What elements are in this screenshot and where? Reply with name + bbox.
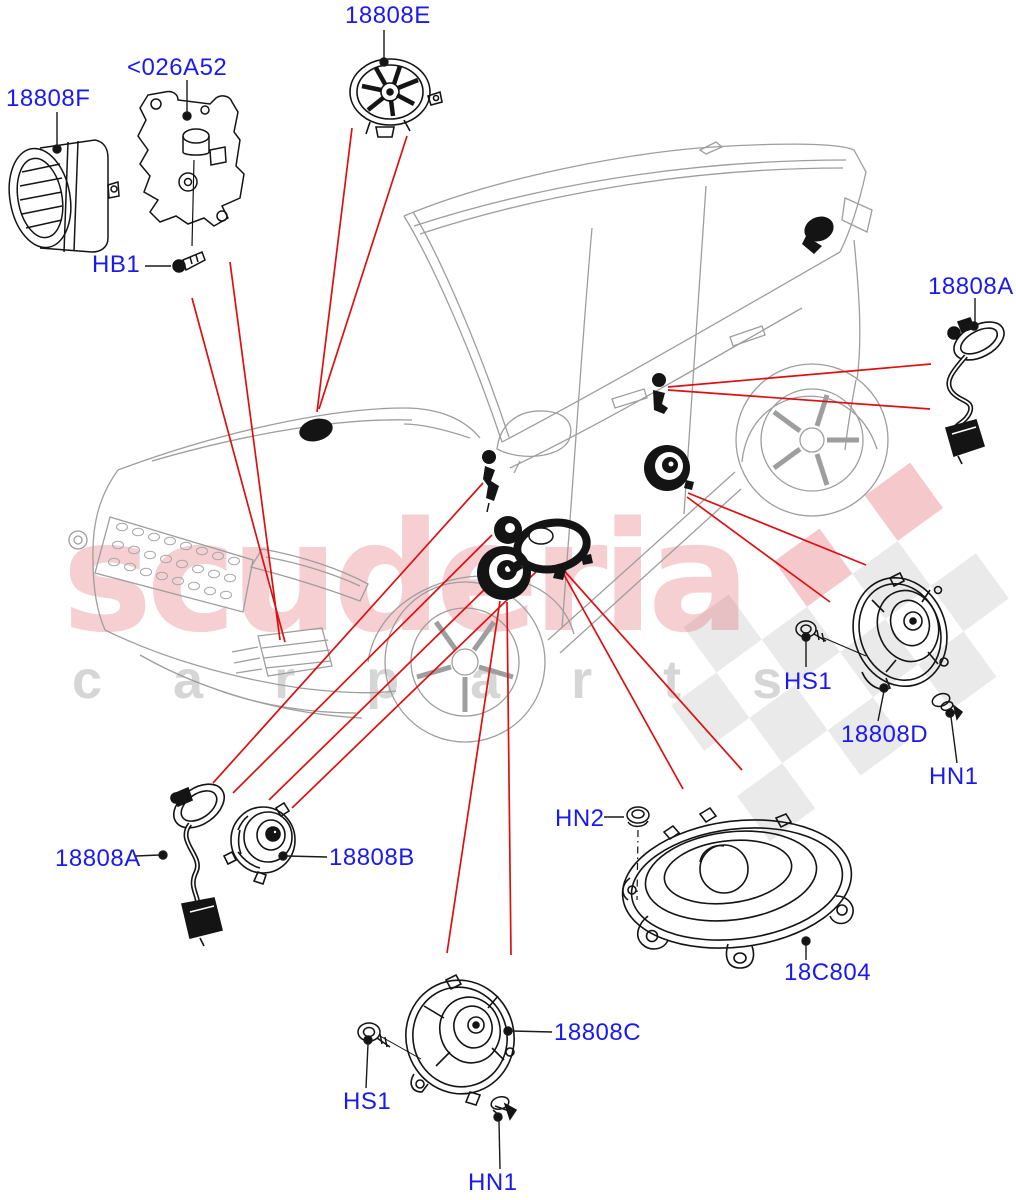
- part-label-hs1-bottom: HS1: [343, 1088, 392, 1115]
- part-label-18c804: 18C804: [784, 959, 872, 986]
- rear-wheel: [735, 363, 889, 517]
- part-18c804-drawing: [621, 806, 854, 969]
- part-label-18808f: 18808F: [6, 85, 91, 112]
- label-pointer-lines: [52, 30, 979, 1170]
- rear-door-tweeter-location: [652, 373, 668, 414]
- part-18808d-drawing: [852, 571, 949, 690]
- part-label-18808d: 18808D: [841, 721, 929, 748]
- watermark-text: scuderia c a r p a r t s: [62, 489, 810, 710]
- part-label-18808e: 18808E: [345, 2, 431, 29]
- part-label-18808b: 18808B: [329, 844, 415, 871]
- part-026a52-bracket-drawing: [137, 90, 245, 247]
- rear-door-woofer-location: [644, 445, 694, 491]
- part-label-hn1-right: HN1: [929, 763, 979, 790]
- part-18808c-drawing: [405, 973, 515, 1106]
- front-door-midrange-location: [494, 516, 522, 544]
- a-pillar-tweeter-location: [482, 450, 499, 513]
- door-oval-speaker-location: [508, 518, 593, 580]
- front-door-woofer-location: [477, 546, 531, 600]
- part-hb1-bolt-drawing: [172, 251, 206, 273]
- part-18808a-right-drawing: [945, 317, 1005, 465]
- part-label-hs1-right: HS1: [784, 668, 833, 695]
- watermark-word: scuderia: [62, 489, 744, 666]
- watermark-letters: c a r p a r t s: [72, 650, 810, 710]
- dash-speaker-location: [299, 418, 333, 442]
- part-18808b-drawing: [222, 801, 296, 886]
- leader-lines: [191, 127, 932, 956]
- part-label-18808c: 18808C: [554, 1019, 642, 1046]
- part-label-hn1-bottom: HN1: [468, 1169, 518, 1196]
- part-label-18808a-left: 18808A: [55, 845, 141, 872]
- part-hn2-bolt-drawing: [626, 806, 650, 901]
- part-18808e-drawing: [349, 58, 443, 138]
- part-label-hb1: HB1: [92, 251, 141, 278]
- part-label-hn2: HN2: [555, 805, 605, 832]
- part-18808f-drawing: [8, 139, 120, 253]
- installed-speakers: [299, 216, 834, 600]
- d-pillar-speaker-location: [802, 216, 834, 254]
- part-label-18808a-right: 18808A: [928, 273, 1014, 300]
- part-label-026a52: <026A52: [127, 54, 228, 81]
- part-18808a-left-drawing: [170, 783, 225, 947]
